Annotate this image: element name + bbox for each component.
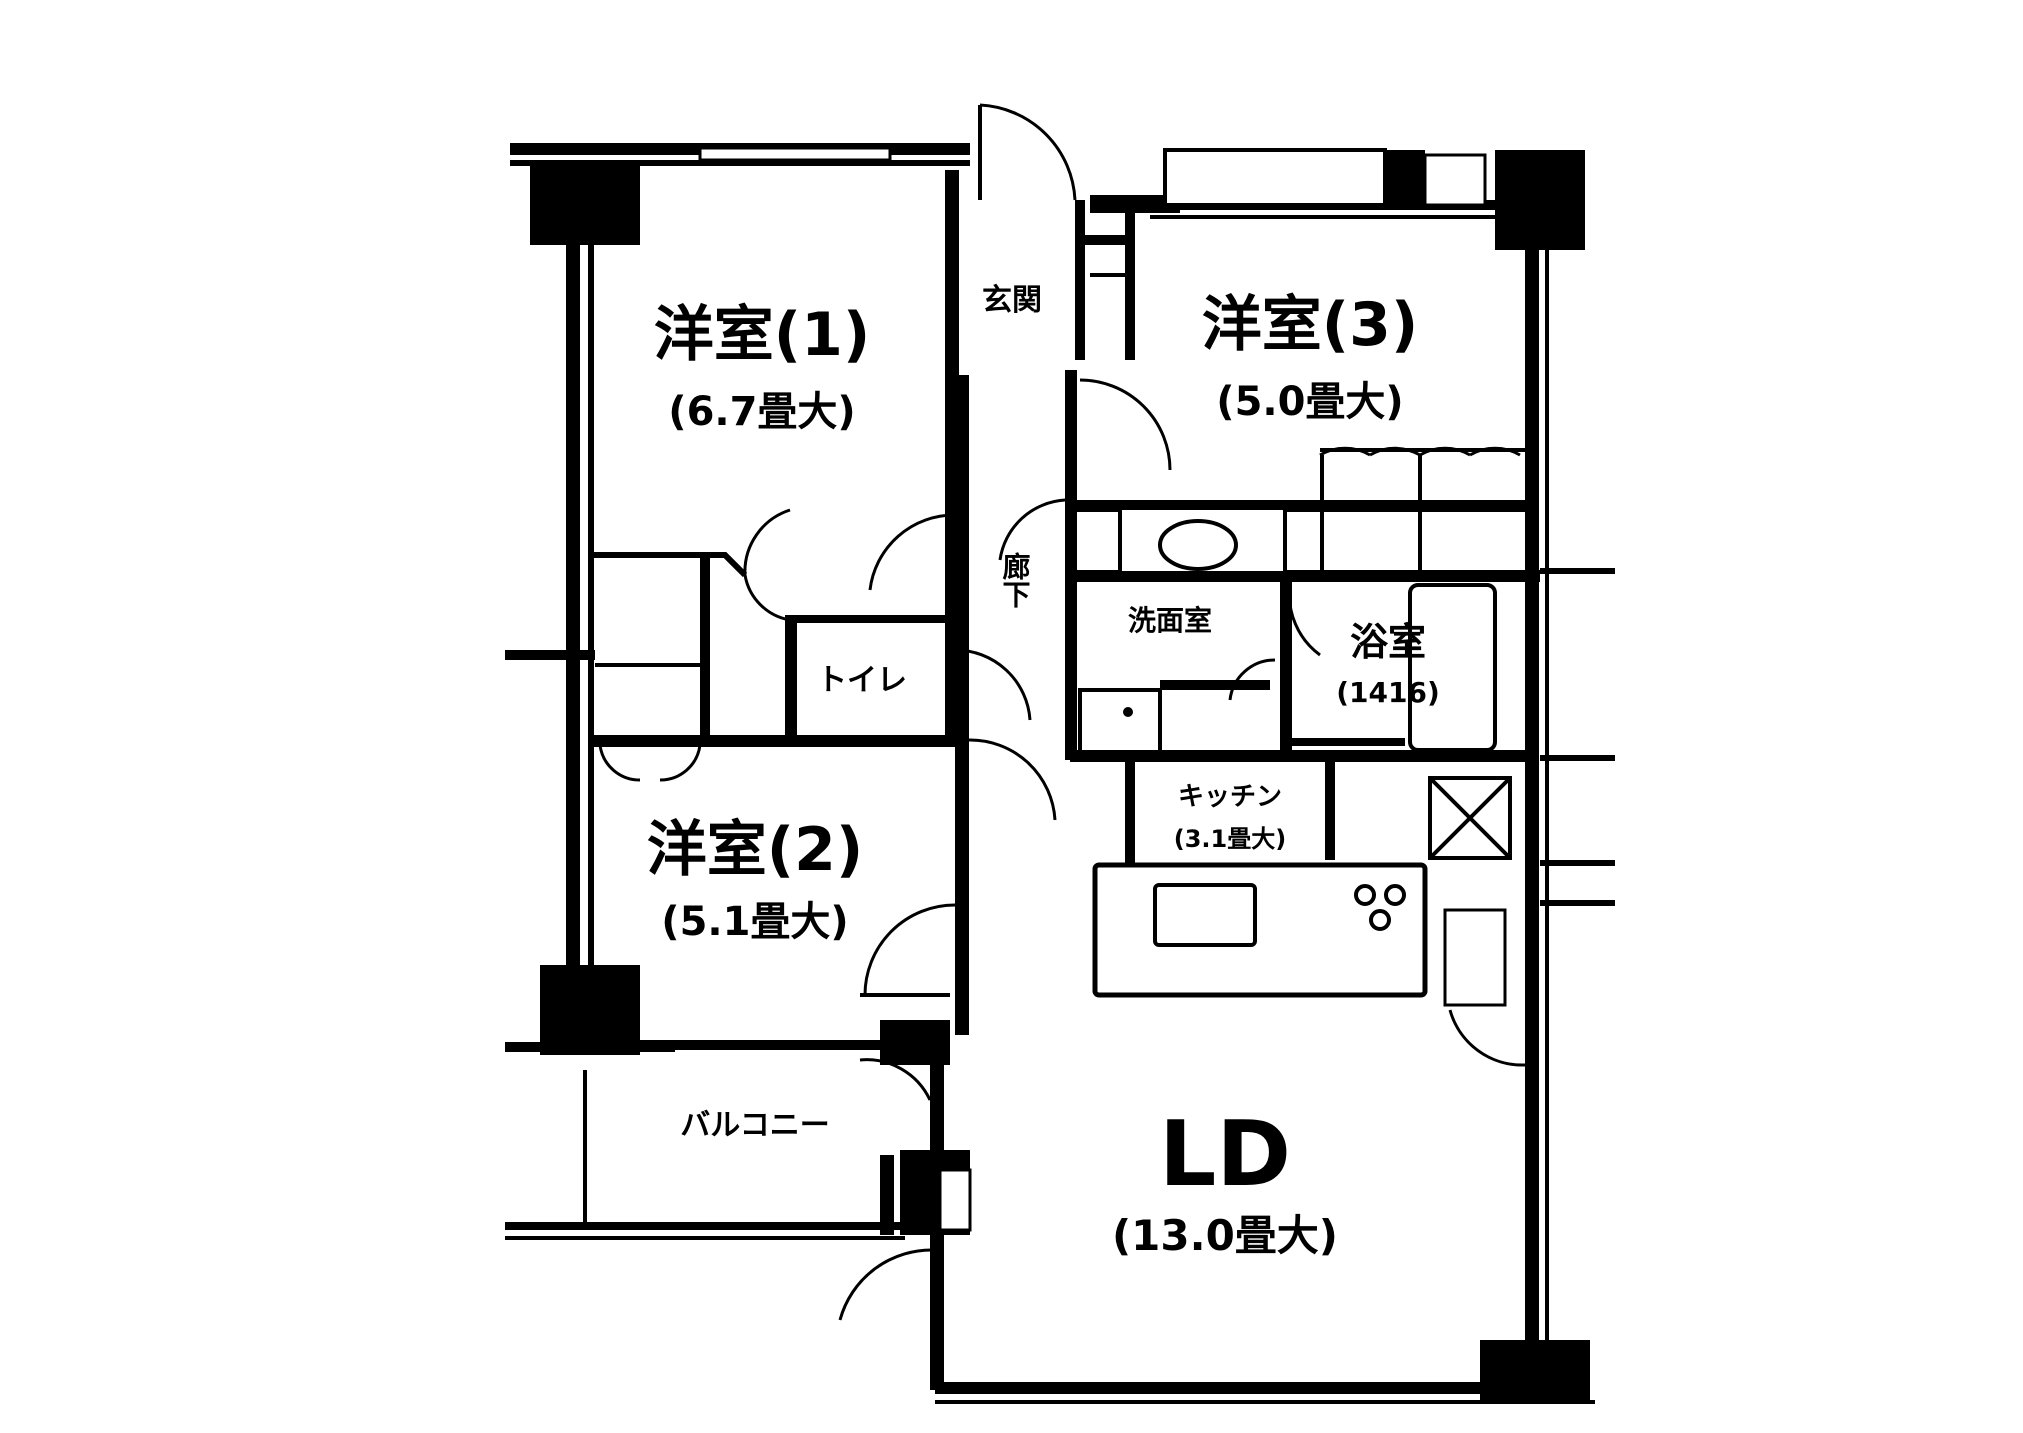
- room-name-balcony: バルコニー: [680, 1108, 829, 1143]
- room-name-entrance: 玄関: [982, 283, 1042, 318]
- room-name-western3: 洋室(3): [1202, 290, 1419, 360]
- room-size-kitchen: (3.1畳大): [1174, 825, 1286, 853]
- room-name-toilet: トイレ: [817, 663, 907, 698]
- room-label-western3: 洋室(3) (5.0畳大): [1202, 290, 1419, 425]
- room-size-western2: (5.1畳大): [661, 899, 848, 945]
- interior-walls: [590, 200, 1540, 1235]
- room-size-bath: (1416): [1336, 676, 1440, 709]
- room-label-kitchen: キッチン (3.1畳大): [1174, 782, 1286, 853]
- room-name-western2: 洋室(2): [647, 815, 864, 885]
- room-label-ld: LD (13.0畳大): [1112, 1102, 1338, 1260]
- room-size-western3: (5.0畳大): [1216, 379, 1403, 425]
- room-name-western1: 洋室(1): [654, 300, 871, 370]
- room-name-washroom: 洗面室: [1128, 604, 1212, 637]
- room-name-hallway: 廊下: [999, 551, 1032, 608]
- room-label-western1: 洋室(1) (6.7畳大): [654, 300, 871, 435]
- door-swings: [598, 103, 1526, 1321]
- room-size-ld: (13.0畳大): [1112, 1211, 1338, 1260]
- room-label-bath: 浴室 (1416): [1336, 620, 1440, 709]
- room-name-bath: 浴室: [1350, 620, 1426, 664]
- room-size-western1: (6.7畳大): [668, 389, 855, 435]
- room-name-kitchen: キッチン: [1178, 782, 1282, 812]
- room-name-ld: LD: [1159, 1102, 1291, 1207]
- room-label-western2: 洋室(2) (5.1畳大): [647, 815, 864, 945]
